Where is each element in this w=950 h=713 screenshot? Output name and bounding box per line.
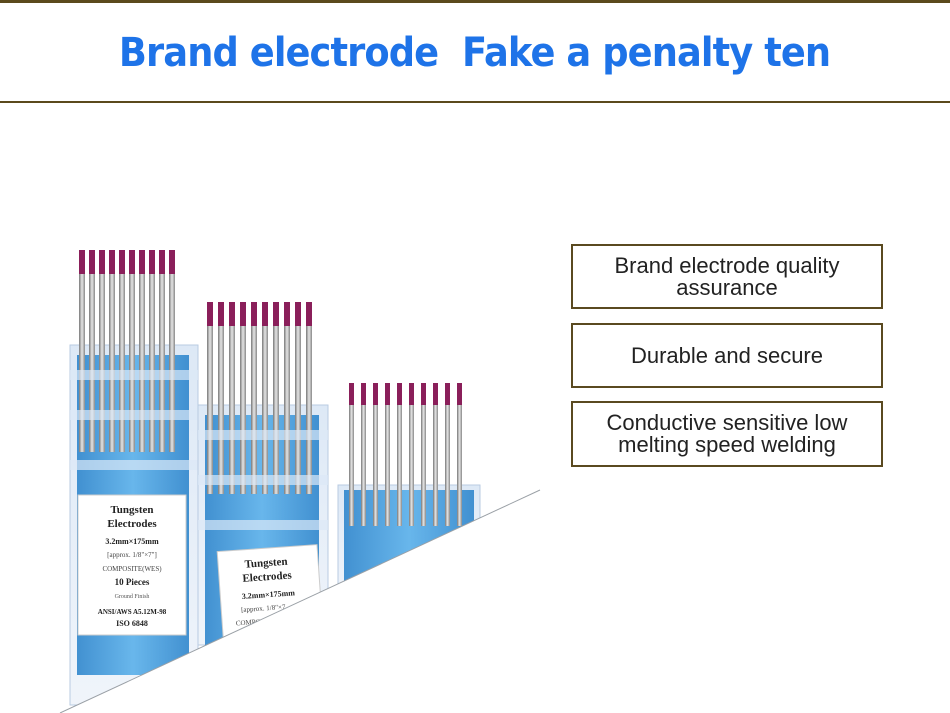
top-border <box>0 0 950 3</box>
product-image: Tungsten Electrodes 3.2mm×175mm [approx.… <box>59 250 560 713</box>
pack1-count: 10 Pieces <box>115 577 150 587</box>
feature-quality: Brand electrode quality assurance <box>571 244 883 309</box>
pack2-title2: Electrodes <box>242 569 293 584</box>
header-divider <box>0 101 950 103</box>
pack2-title1: Tungsten <box>244 556 288 571</box>
pack2-approx: [approx. 1/8"×7 <box>241 603 286 614</box>
feature-quality-text: Brand electrode quality assurance <box>614 252 840 300</box>
pack1-finish: Ground Finish <box>115 594 150 600</box>
pack1-iso: ISO 6848 <box>116 619 148 628</box>
feature-durable-text: Durable and secure <box>630 342 823 368</box>
pack1-type: COMPOSITE(WES) <box>102 565 162 573</box>
pack1-approx: [approx. 1/8"×7"] <box>107 551 157 559</box>
electrode-pack-1: Tungsten Electrodes 3.2mm×175mm [approx.… <box>69 250 199 706</box>
electrode-pack-2: Tungsten Electrodes 3.2mm×175mm [approx.… <box>197 302 329 646</box>
feature-conductive-text: Conductive sensitive low melting speed w… <box>606 410 848 457</box>
pack1-title1: Tungsten <box>110 504 153 516</box>
page-title: Brand electrode Fake a penalty ten <box>119 29 831 76</box>
header-banner: Brand electrode Fake a penalty ten <box>0 3 950 102</box>
pack2-type: COMPO <box>236 618 261 628</box>
pack1-standard: ANSI/AWS A5.12M-98 <box>98 608 167 616</box>
pack1-size: 3.2mm×175mm <box>105 537 159 546</box>
feature-durable: Durable and secure <box>571 323 883 388</box>
pack2-size: 3.2mm×175mm <box>241 588 295 601</box>
feature-conductive: Conductive sensitive low melting speed w… <box>571 401 883 467</box>
pack1-title2: Electrodes <box>107 518 157 530</box>
